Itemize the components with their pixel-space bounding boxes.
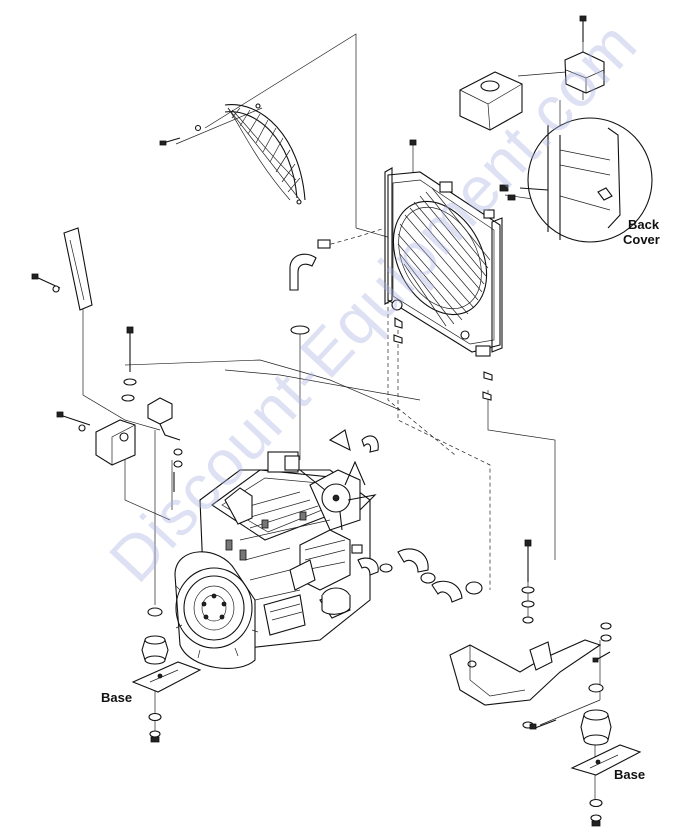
back-cover-label-line1: Back bbox=[628, 217, 660, 232]
fan-guard bbox=[159, 103, 306, 205]
right-mount-bracket bbox=[449, 539, 612, 730]
engine-block bbox=[174, 429, 379, 669]
base-label-left: Base bbox=[101, 690, 133, 705]
back-cover-label-line2: Cover bbox=[623, 232, 660, 247]
shroud-bracket bbox=[31, 227, 93, 311]
upper-hose bbox=[289, 253, 317, 335]
left-mount-isolator bbox=[131, 607, 202, 743]
coolant-reservoir bbox=[459, 15, 605, 131]
right-mount-isolator bbox=[570, 709, 642, 827]
radiator bbox=[317, 139, 503, 401]
base-label-right: Base bbox=[614, 767, 646, 782]
lower-hoses bbox=[351, 544, 483, 603]
left-mount-bracket bbox=[56, 326, 183, 492]
back-cover-detail bbox=[499, 117, 653, 243]
